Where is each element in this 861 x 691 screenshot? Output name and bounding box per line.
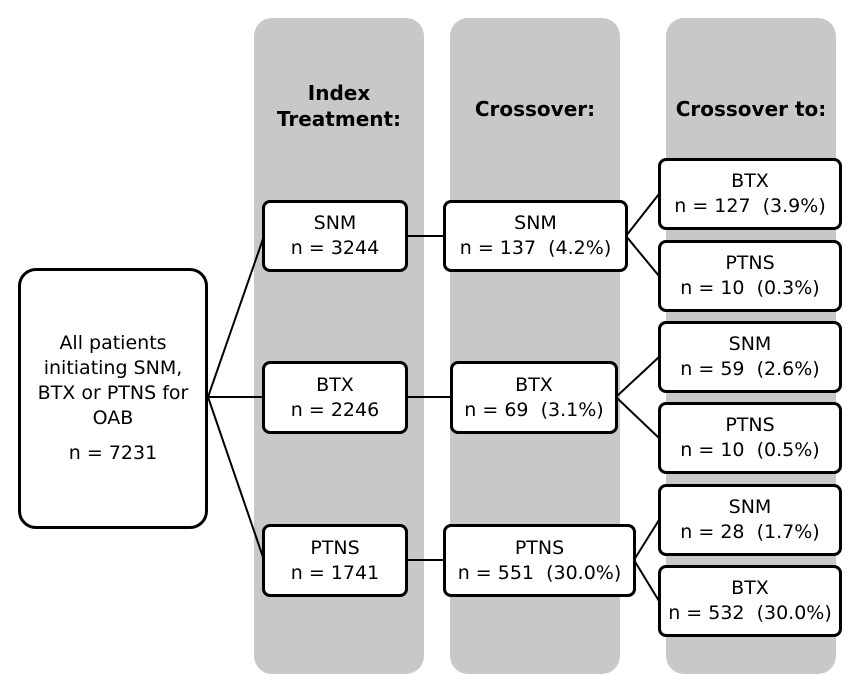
all-patients-box: All patients initiating SNM, BTX or PTNS…: [18, 268, 208, 529]
index-ptns-box: PTNS n = 1741: [262, 524, 408, 597]
crossover-to-snm-1-count: n = 59 (2.6%): [680, 358, 820, 380]
index-btx-box: BTX n = 2246: [262, 361, 408, 434]
crossover-btx-name: BTX: [515, 373, 553, 396]
connector-snm-to-btx: [625, 193, 660, 237]
crossover-to-header: Crossover to:: [675, 97, 827, 121]
index-snm-box: SNM n = 3244: [262, 200, 408, 272]
index-snm-name: SNM: [313, 212, 357, 234]
crossover-to-snm-2-name: SNM: [728, 496, 772, 518]
crossover-to-btx-2-box: BTX n = 532 (30.0%): [658, 565, 842, 637]
crossover-btx-box: BTX n = 69 (3.1%): [450, 361, 618, 434]
connector-root-ptns: [207, 396, 265, 561]
crossover-snm-count: n = 137 (4.2%): [459, 237, 612, 259]
index-btx-name: BTX: [316, 373, 354, 396]
crossover-btx-count: n = 69 (3.1%): [464, 398, 604, 421]
crossover-to-btx-1-name: BTX: [731, 170, 769, 192]
crossover-snm-box: SNM n = 137 (4.2%): [443, 200, 628, 272]
crossover-to-snm-2-count: n = 28 (1.7%): [680, 521, 820, 543]
connector-ptns-to-snm: [633, 519, 660, 561]
crossover-to-ptns-1-count: n = 10 (0.3%): [680, 277, 820, 299]
connector-ptns-to-btx: [633, 559, 660, 602]
crossover-ptns-count: n = 551 (30.0%): [457, 561, 622, 584]
index-snm-count: n = 3244: [290, 237, 380, 259]
crossover-ptns-box: PTNS n = 551 (30.0%): [443, 524, 636, 597]
crossover-to-snm-2-box: SNM n = 28 (1.7%): [658, 484, 842, 556]
connector-root-snm: [207, 235, 265, 398]
crossover-to-snm-1-box: SNM n = 59 (2.6%): [658, 321, 842, 393]
all-patients-label: All patients initiating SNM, BTX or PTNS…: [37, 332, 189, 429]
crossover-header: Crossover:: [474, 97, 596, 121]
crossover-to-ptns-2-name: PTNS: [725, 414, 775, 436]
crossover-to-ptns-2-count: n = 10 (0.5%): [680, 439, 820, 461]
crossover-to-snm-1-name: SNM: [728, 333, 772, 355]
crossover-to-btx-2-name: BTX: [731, 577, 769, 599]
crossover-to-btx-1-box: BTX n = 127 (3.9%): [658, 158, 842, 230]
connector-btx-to-ptns: [615, 396, 660, 439]
index-ptns-count: n = 1741: [290, 561, 380, 584]
crossover-to-ptns-1-name: PTNS: [725, 252, 775, 274]
index-treatment-header: Index Treatment:: [276, 81, 402, 131]
all-patients-count: n = 7231: [68, 442, 158, 464]
index-ptns-name: PTNS: [310, 536, 360, 559]
connector-btx-to-snm: [615, 356, 660, 398]
connector-snm-to-ptns: [625, 235, 660, 277]
index-btx-count: n = 2246: [290, 398, 380, 421]
crossover-to-btx-2-count: n = 532 (30.0%): [668, 602, 832, 624]
crossover-to-btx-1-count: n = 127 (3.9%): [674, 195, 826, 217]
crossover-to-ptns-2-box: PTNS n = 10 (0.5%): [658, 402, 842, 474]
crossover-ptns-name: PTNS: [514, 536, 565, 559]
crossover-snm-name: SNM: [514, 212, 557, 234]
crossover-to-ptns-1-box: PTNS n = 10 (0.3%): [658, 240, 842, 312]
